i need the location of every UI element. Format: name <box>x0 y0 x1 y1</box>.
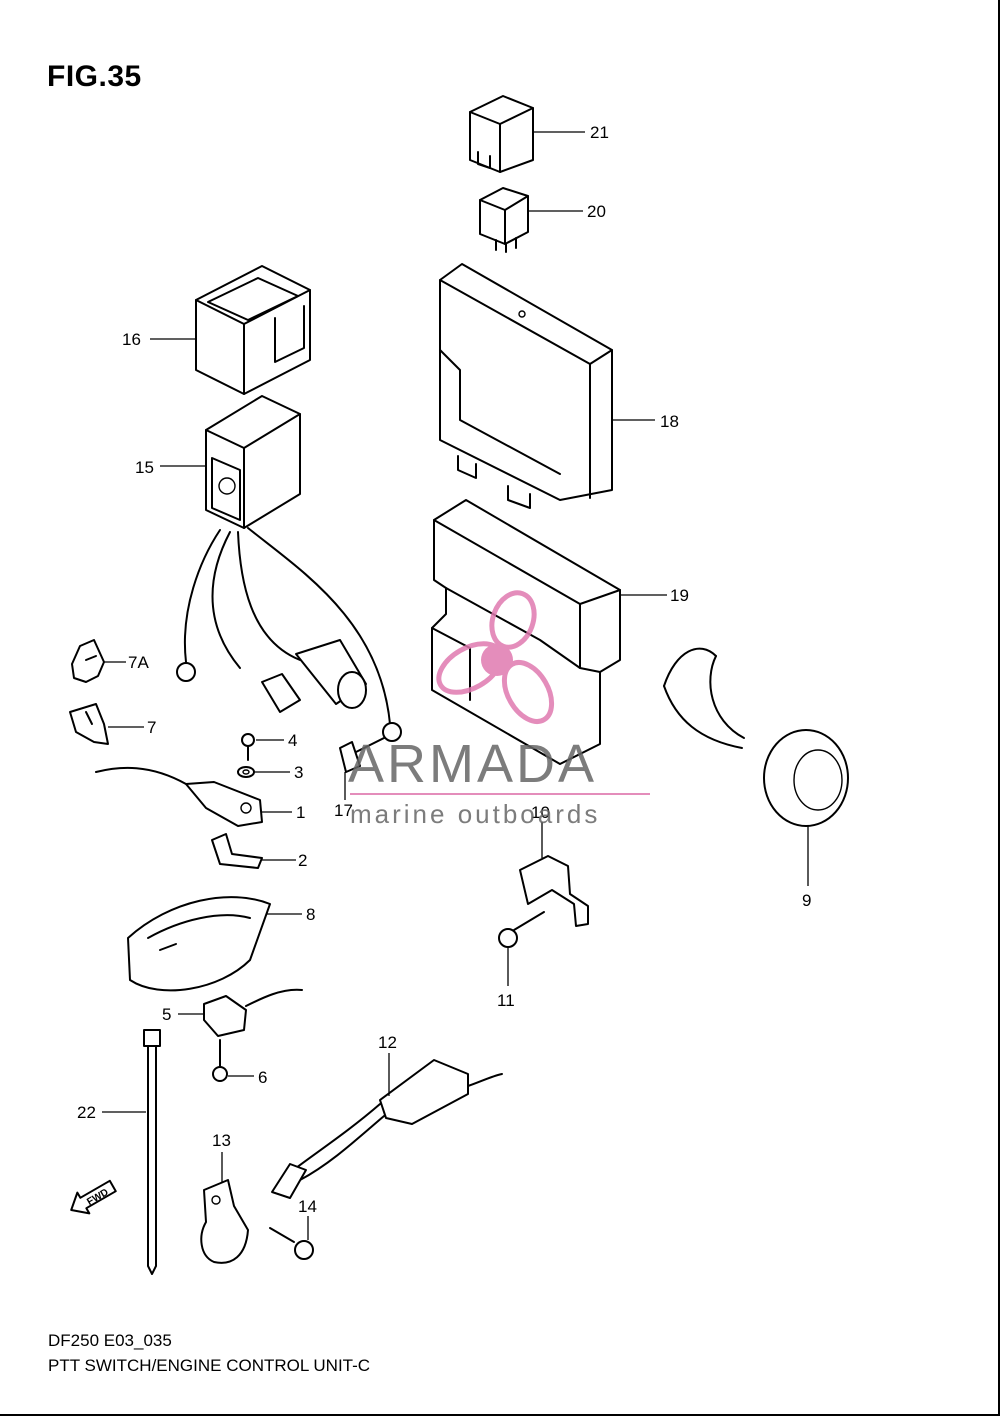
figure-title: FIG.35 <box>47 60 142 93</box>
part-18-engine-control-unit <box>439 263 613 509</box>
part-21-relay <box>469 95 534 173</box>
part-6-screw <box>212 1039 228 1082</box>
callout-16: 16 <box>122 330 141 349</box>
callout-6: 6 <box>258 1068 267 1087</box>
callout-7: 7 <box>147 718 156 737</box>
part-14-bolt <box>269 1227 314 1260</box>
callout-9: 9 <box>802 891 811 910</box>
fwd-label: FWD <box>85 1187 110 1208</box>
callout-20: 20 <box>587 202 606 221</box>
callout-11: 11 <box>497 991 515 1010</box>
watermark-brand: ARMADA <box>348 734 597 794</box>
callout-19: 19 <box>670 586 689 605</box>
part-10-clamp <box>519 855 589 927</box>
part-8-holder <box>127 896 271 992</box>
armada-watermark: ARMADA marine outboards <box>348 590 650 829</box>
part-5-switch <box>203 988 303 1037</box>
part-11-bolt <box>498 911 545 948</box>
part-1-trim-sensor <box>95 766 263 827</box>
callout-15: 15 <box>135 458 154 477</box>
callout-13: 13 <box>212 1131 231 1150</box>
part-16-cover <box>195 265 311 395</box>
part-7a-clip <box>71 639 105 683</box>
figure-name: PTT SWITCH/ENGINE CONTROL UNIT-C <box>48 1356 371 1375</box>
callout-14: 14 <box>298 1197 317 1216</box>
part-12-harness-connector <box>271 1059 503 1199</box>
part-20-relay <box>479 187 529 253</box>
callout-17: 17 <box>334 801 353 820</box>
propeller-logo-icon <box>436 590 555 724</box>
callout-5: 5 <box>162 1005 171 1024</box>
part-3-washer <box>237 766 255 778</box>
part-22-cable-tie <box>143 1029 161 1275</box>
figure-code: DF250 E03_035 <box>48 1331 172 1350</box>
part-15-ptt-relay-harness <box>176 395 402 742</box>
part-13-clamp <box>200 1179 249 1264</box>
callout-4: 4 <box>288 731 297 750</box>
part-7-clip <box>69 703 109 745</box>
part-2-lever <box>211 833 263 869</box>
watermark-tagline: marine outboards <box>350 799 600 829</box>
part-9-harness-grommet <box>663 647 849 827</box>
callout-1: 1 <box>296 803 305 822</box>
callout-7a: 7A <box>128 653 149 672</box>
callout-18: 18 <box>660 412 679 431</box>
part-19-ecu-cushion <box>431 499 621 765</box>
callout-12: 12 <box>378 1033 397 1052</box>
part-4-screw <box>241 733 255 761</box>
callout-22: 22 <box>77 1103 96 1122</box>
callout-21: 21 <box>590 123 609 142</box>
part-17-bolt <box>339 737 385 773</box>
callout-10: 10 <box>531 803 550 822</box>
fwd-arrow-icon: FWD <box>70 1179 117 1215</box>
callout-3: 3 <box>294 763 303 782</box>
callout-2: 2 <box>298 851 307 870</box>
callout-8: 8 <box>306 905 315 924</box>
